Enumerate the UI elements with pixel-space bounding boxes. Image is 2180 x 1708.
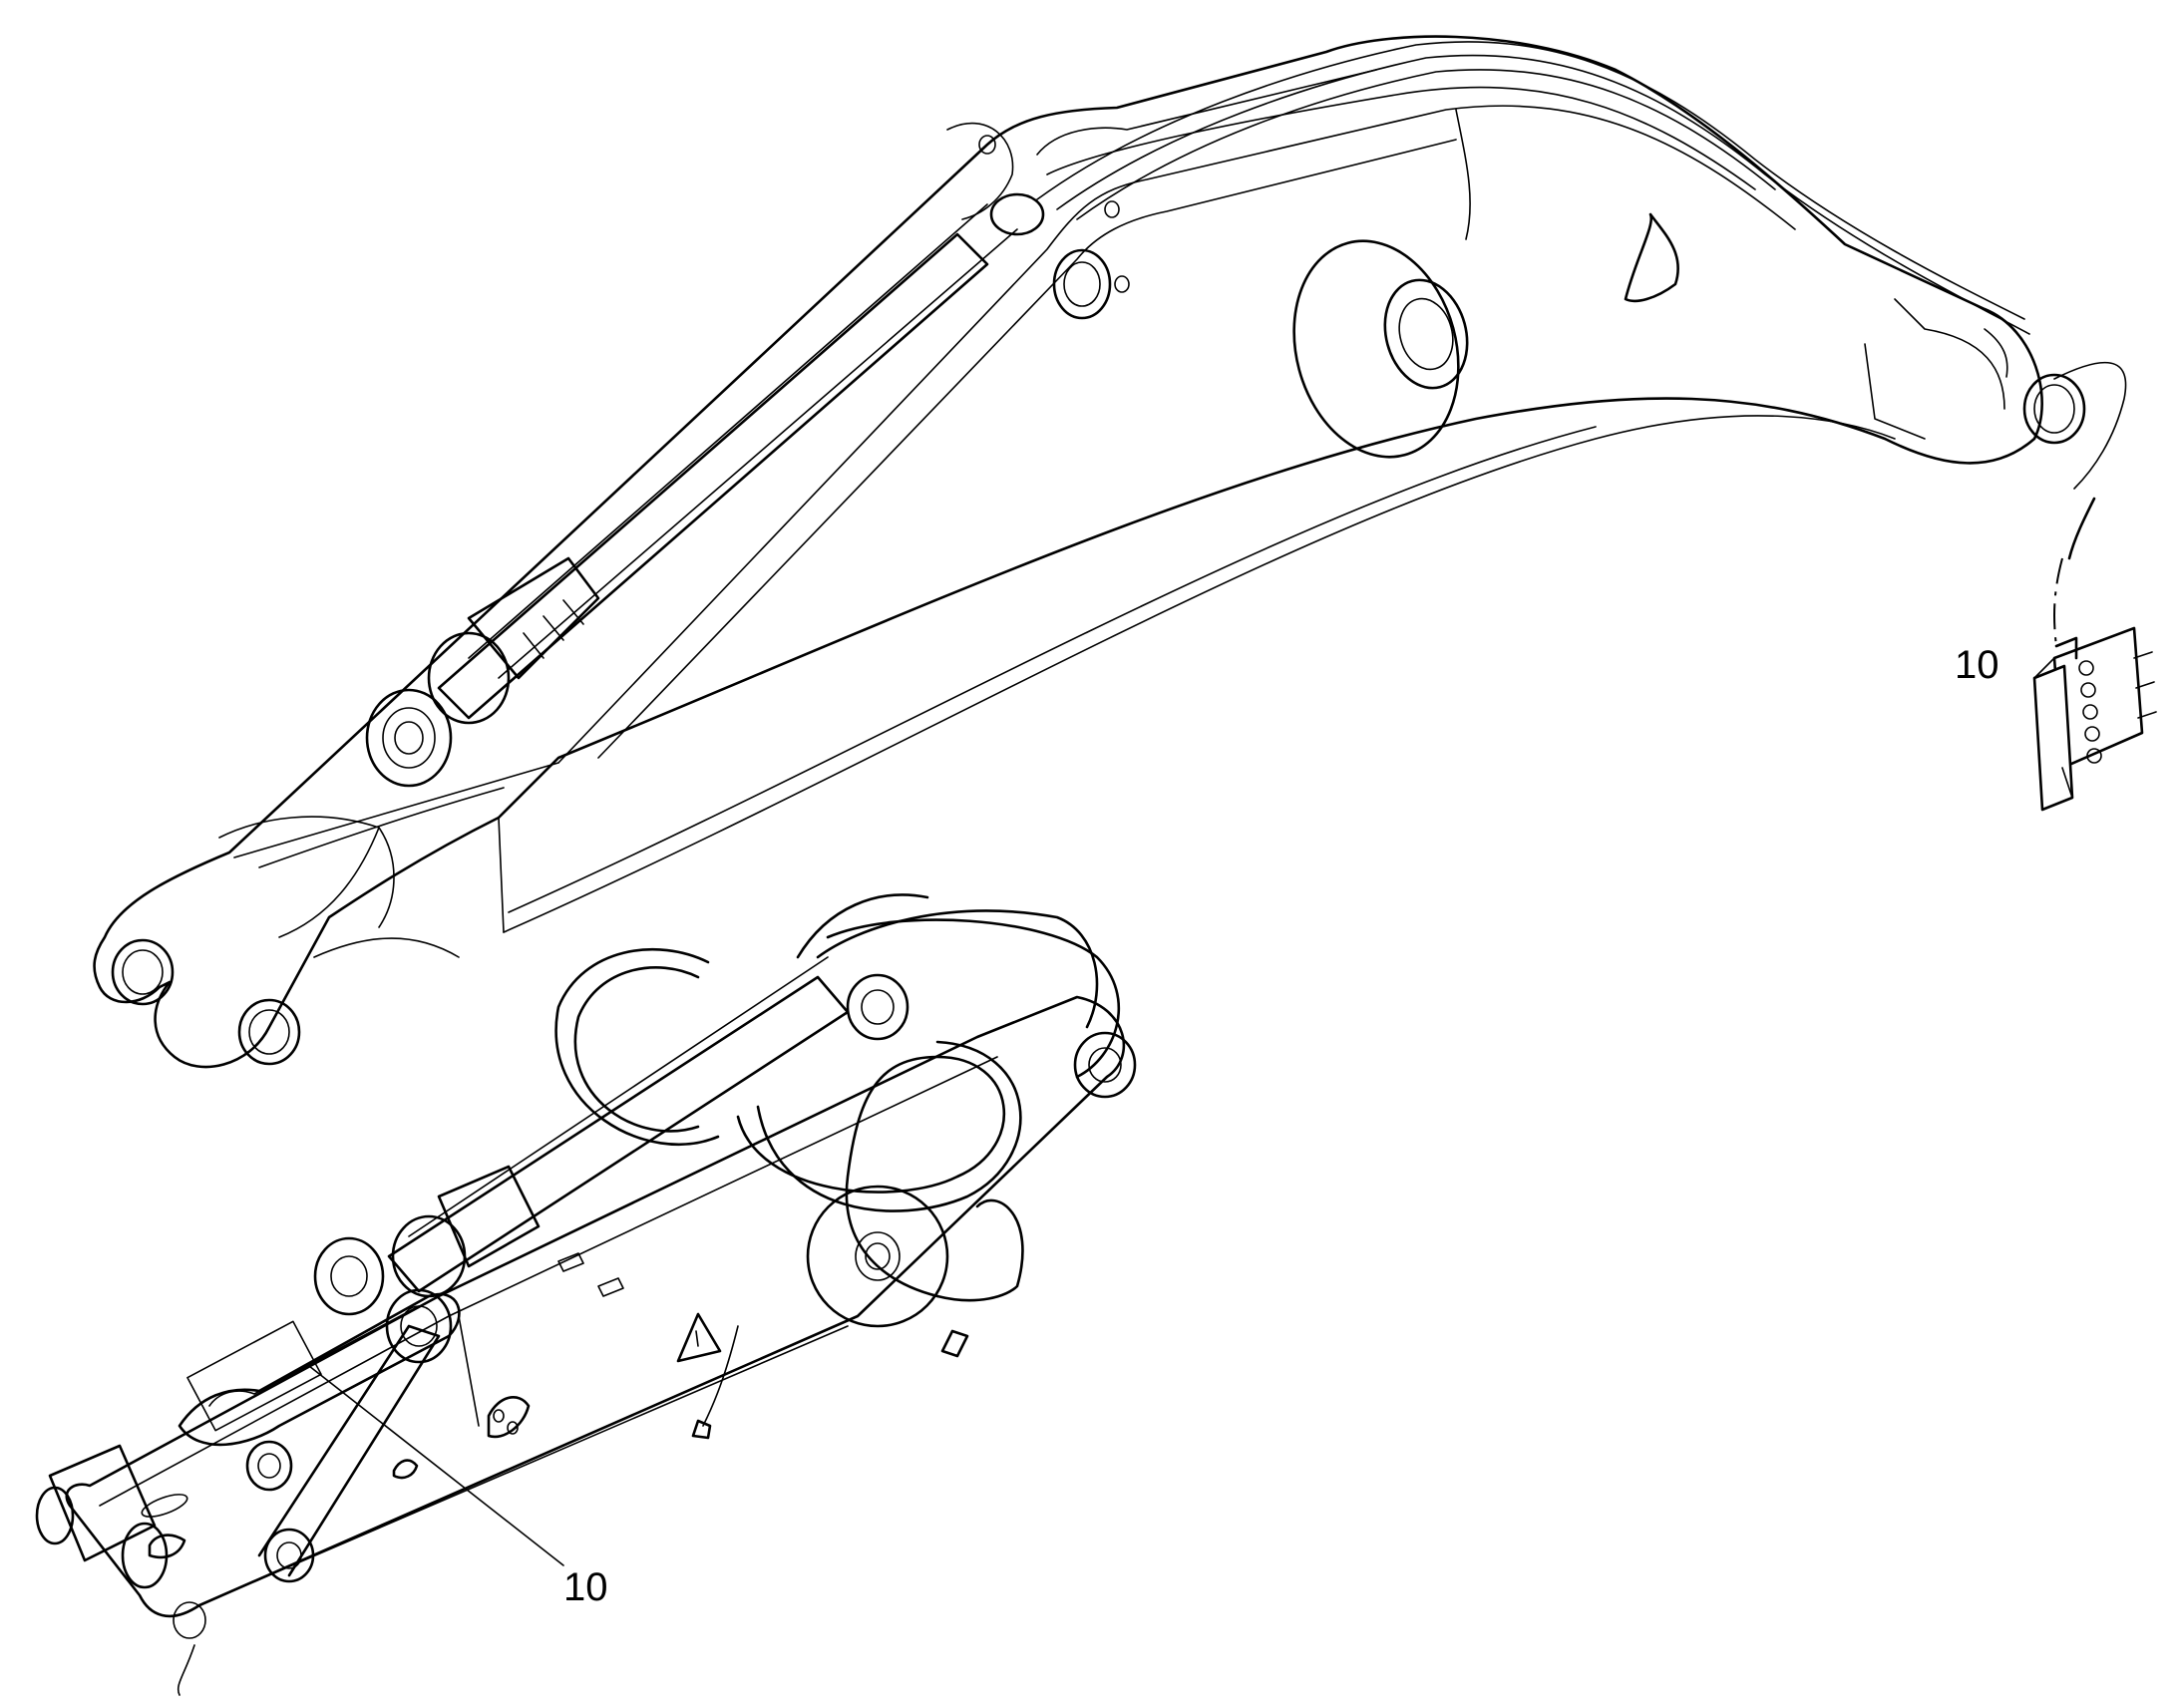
boom-cylinder — [365, 192, 1045, 788]
warning-triangle-icon — [676, 1312, 722, 1363]
boom-body — [93, 35, 2043, 1069]
leader-dashdot — [2053, 557, 2063, 647]
arm-body — [65, 995, 1125, 1618]
callout-label-bottom: 10 — [563, 1565, 608, 1609]
lube-distributor-block — [2032, 626, 2157, 812]
boom-assembly — [93, 35, 2086, 1069]
callout-label-top: 10 — [1955, 643, 1999, 687]
hose-lines — [1036, 41, 2127, 560]
arm-assembly — [35, 893, 1137, 1696]
leader-line — [308, 1365, 564, 1566]
